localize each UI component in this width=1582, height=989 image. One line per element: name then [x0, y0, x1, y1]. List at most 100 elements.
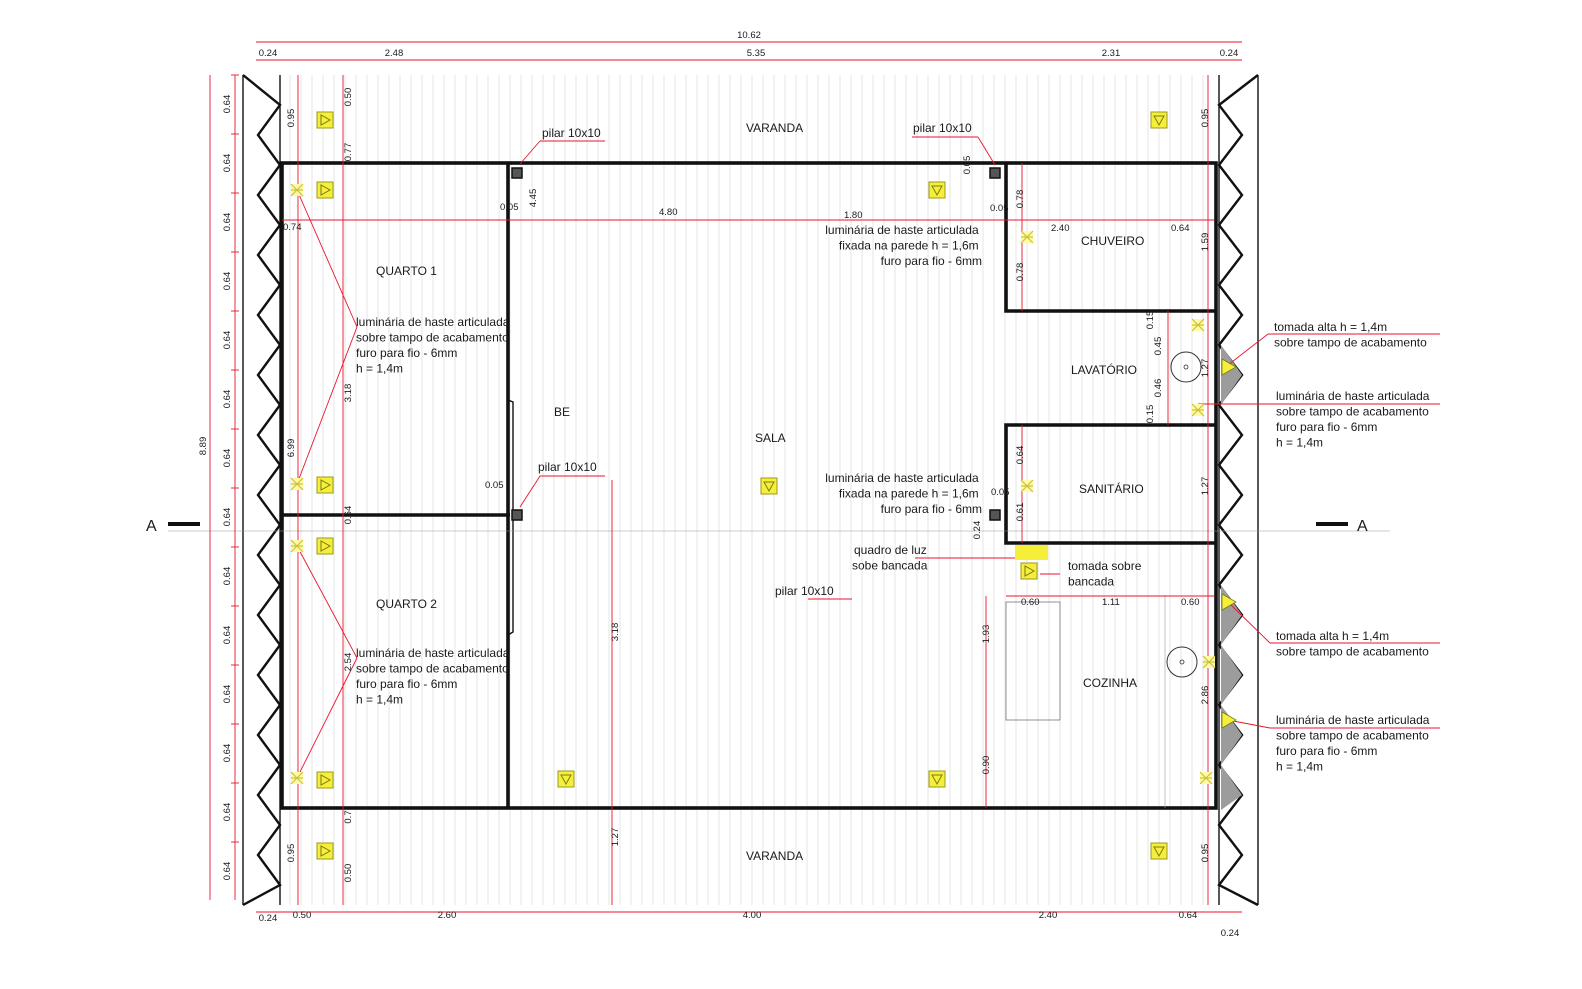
outlet-symbol: [760, 477, 778, 495]
dim-total-width: 10.62: [737, 30, 761, 41]
dim-240-c: 2.40: [1051, 223, 1070, 234]
dim-180: 1.80: [844, 210, 863, 221]
outlet-symbol: [1150, 842, 1168, 860]
dim-left-module: 0.64: [222, 213, 233, 232]
dim-318-l: 3.18: [343, 384, 354, 403]
dim-061: 0.61: [1015, 503, 1026, 522]
dim-286: 2.86: [1200, 686, 1211, 705]
wall-chuveiro: [1004, 163, 1216, 313]
dim-top-2: 2.48: [385, 48, 404, 59]
dim-064-s: 0.64: [1015, 446, 1026, 465]
lamp-symbol: [1191, 318, 1205, 332]
dim-left-module: 0.64: [222, 685, 233, 704]
dim-480: 4.80: [659, 207, 678, 218]
lamp-symbol: [1199, 771, 1213, 785]
dim-bottom-1: 0.24: [259, 913, 278, 924]
room-chuveiro: CHUVEIRO: [1081, 234, 1144, 248]
grey-fill-5: [1221, 765, 1242, 810]
dim-left-module: 0.64: [222, 626, 233, 645]
dim-193: 1.93: [981, 625, 992, 644]
outlet-symbol: [928, 770, 946, 788]
dim-064-c: 0.64: [1171, 223, 1190, 234]
room-varanda-top: VARANDA: [746, 121, 803, 135]
dim-left-module: 0.64: [222, 331, 233, 350]
pillar-label-1: pilar 10x10: [542, 126, 601, 140]
dim-060-b: 0.60: [1181, 597, 1200, 608]
dim-077: 0.77: [343, 143, 354, 162]
outlet-symbol: [316, 181, 334, 199]
high-outlet-symbol: [1221, 593, 1237, 611]
grey-fill-3: [1221, 645, 1242, 705]
pillar-label-3: pilar 10x10: [538, 460, 597, 474]
lamp-symbol: [1191, 403, 1205, 417]
note-quarto1: luminária de haste articulada sobre tamp…: [356, 315, 513, 376]
outlet-symbol: [928, 181, 946, 199]
floor-hatch: [289, 75, 1204, 905]
outlet-symbol: [557, 770, 575, 788]
note-wall-lamp-top: luminária de haste articulada fixada na …: [825, 223, 982, 268]
left-module-dims: 0.640.640.640.640.640.640.640.640.640.64…: [222, 74, 239, 881]
lamp-symbol: [290, 183, 304, 197]
grey-fill-2: [1221, 585, 1242, 645]
dim-bottom-5: 2.40: [1039, 910, 1058, 921]
dim-bottom-6: 0.64: [1179, 910, 1198, 921]
lavatory-basin: [1170, 351, 1202, 383]
dim-left-module: 0.64: [222, 744, 233, 763]
dim-left-module: 0.64: [222, 272, 233, 291]
pillar-label-4: pilar 10x10: [775, 584, 834, 598]
room-quarto2: QUARTO 2: [376, 597, 437, 611]
dim-060-a: 0.60: [1021, 597, 1040, 608]
outlet-symbol: [316, 476, 334, 494]
room-sala: SALA: [755, 431, 786, 445]
wall-sanitario: [1004, 423, 1216, 545]
dim-left-module: 0.64: [222, 862, 233, 881]
note-luminaria-right-2: luminária de haste articulada sobre tamp…: [1276, 713, 1433, 774]
note-luminaria-right-1: luminária de haste articulada sobre tamp…: [1276, 389, 1433, 450]
dim-159: 1.59: [1200, 233, 1211, 252]
dim-024: 0.24: [972, 521, 983, 540]
dim-078-a: 0.78: [1015, 190, 1026, 209]
dim-top-5: 0.24: [1220, 48, 1239, 59]
quadro-de-luz-symbol: [1015, 545, 1048, 560]
kitchen-counter: [1005, 601, 1061, 721]
lavatory-drain: [1183, 364, 1189, 370]
dim-left-module: 0.64: [222, 508, 233, 527]
section-label-right: A: [1357, 518, 1368, 535]
outlet-symbol: [1020, 562, 1038, 580]
dim-left-total: 8.89: [198, 437, 209, 456]
dim-699: 6.99: [286, 439, 297, 458]
dim-254: 2.54: [343, 653, 354, 672]
room-quarto1: QUARTO 1: [376, 264, 437, 278]
note-wall-lamp-mid: luminária de haste articulada fixada na …: [825, 471, 982, 516]
kitchen-drain: [1179, 659, 1185, 665]
dim-127-a: 1.27: [1200, 359, 1211, 378]
dim-07: 0.7: [343, 810, 354, 823]
dim-015-a: 0.15: [1145, 311, 1156, 330]
note-tomada-alta-1: tomada alta h = 1,4m sobre tampo de acab…: [1274, 320, 1427, 350]
dim-bottom-2: 0.50: [293, 910, 312, 921]
note-quadro-de-luz: quadro de luz sobe bancada: [852, 543, 930, 573]
dim-318-m: 3.18: [610, 623, 621, 642]
dim-095-tr: 0.95: [1200, 109, 1211, 128]
high-outlet-symbol: [1221, 711, 1237, 729]
dim-095-tl: 0.95: [286, 109, 297, 128]
house-outline: [280, 161, 1218, 810]
kitchen-sink: [1166, 646, 1198, 678]
dim-050-b: 0.50: [343, 864, 354, 883]
room-cozinha: COZINHA: [1083, 676, 1137, 690]
lamp-symbol: [1020, 479, 1034, 493]
dim-bottom-7: 0.24: [1221, 928, 1240, 939]
dim-left-module: 0.64: [222, 154, 233, 173]
left-corrugated-wall: [242, 74, 282, 907]
dim-064-l: 0.64: [343, 506, 354, 525]
note-tomada-alta-2: tomada alta h = 1,4m sobre tampo de acab…: [1276, 629, 1429, 659]
outlet-symbol: [316, 771, 334, 789]
dim-050-t: 0.50: [343, 88, 354, 107]
pillar-1: [511, 167, 523, 179]
room-varanda-bottom: VARANDA: [746, 849, 803, 863]
dim-bottom-3: 2.60: [438, 910, 457, 921]
lamp-symbol: [1202, 655, 1216, 669]
pillar-2: [989, 167, 1001, 179]
dim-005-b: 0.05: [485, 480, 504, 491]
